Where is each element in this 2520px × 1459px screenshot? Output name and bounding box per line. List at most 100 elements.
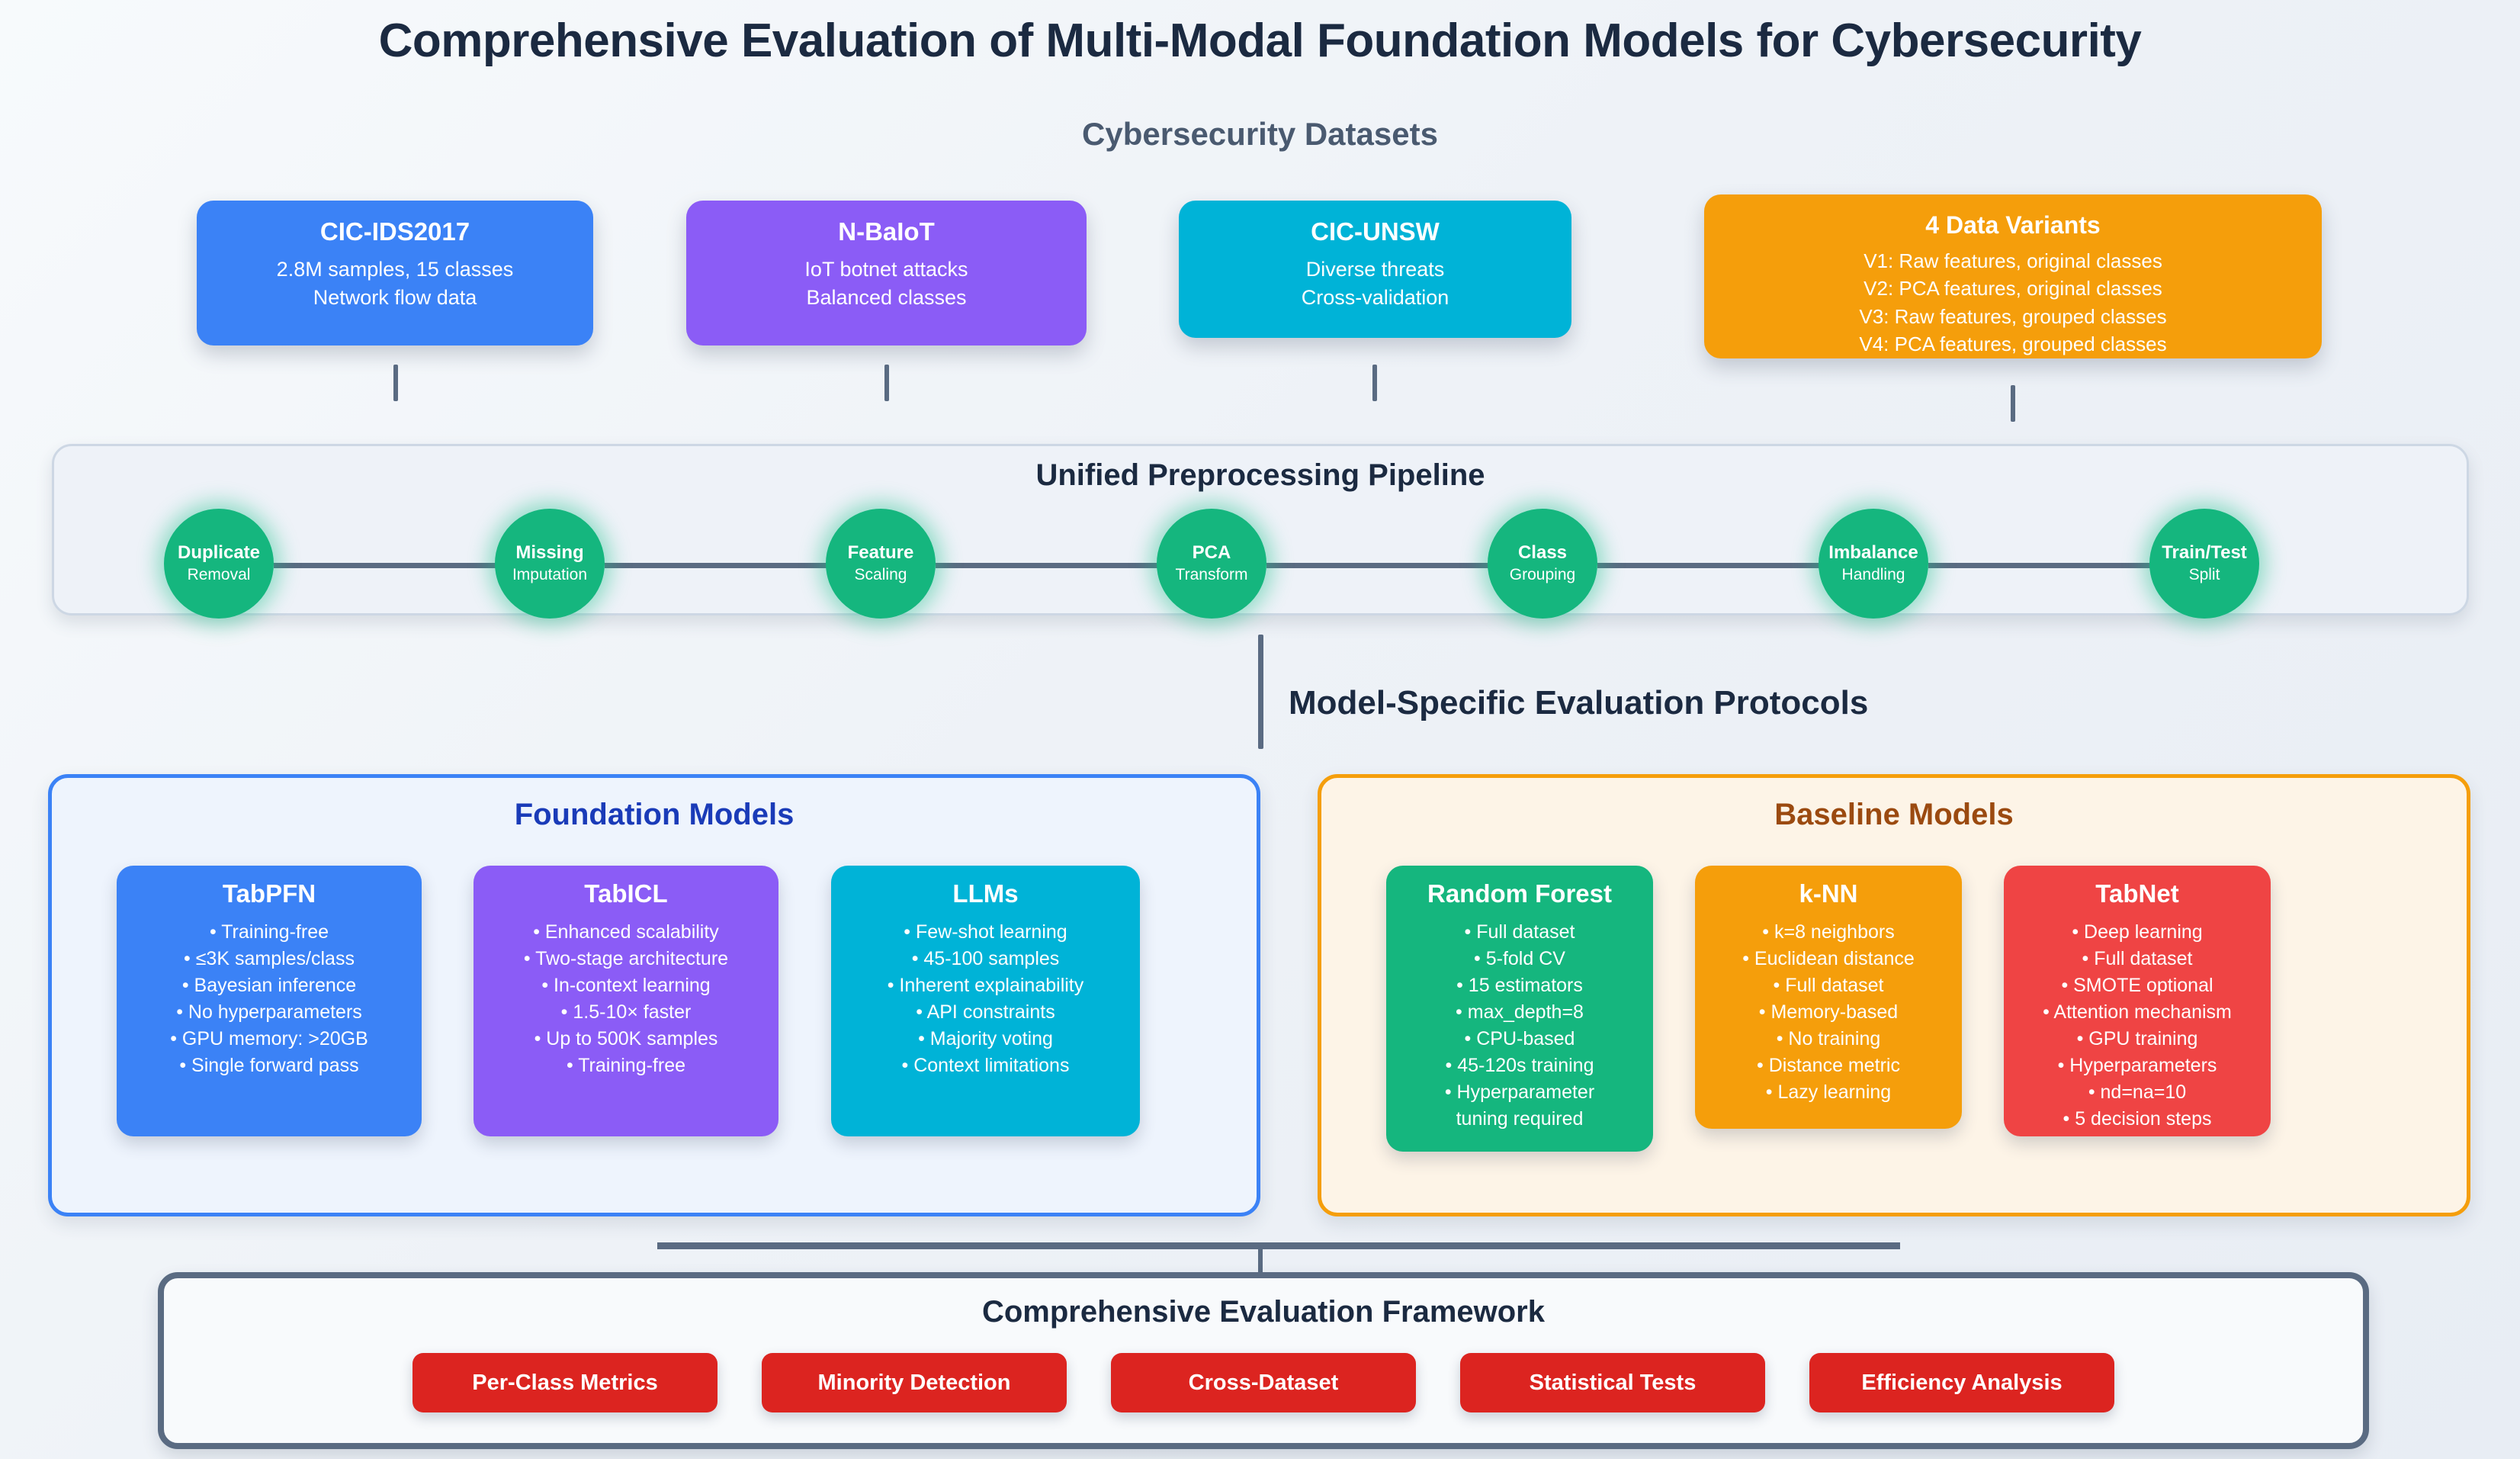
model-card-random-forest[interactable]: Random Forest • Full dataset • 5-fold CV…	[1386, 866, 1653, 1152]
dataset-card-cic-unsw[interactable]: CIC-UNSW Diverse threats Cross-validatio…	[1179, 201, 1571, 338]
model-card-item: • Deep learning	[2072, 921, 2203, 943]
dataset-connector-tick	[393, 365, 398, 401]
model-card-item: • API constraints	[916, 1001, 1055, 1023]
model-card-item: • Distance metric	[1757, 1055, 1900, 1076]
model-card-item: • 5 decision steps	[2063, 1108, 2212, 1130]
pipeline-node-sublabel: Grouping	[1509, 565, 1576, 583]
model-card-item: • Full dataset	[2082, 948, 2193, 969]
model-card-item: • Memory-based	[1758, 1001, 1899, 1023]
evaluation-connector-horizontal	[657, 1242, 1900, 1249]
dataset-card-line: 2.8M samples, 15 classes	[276, 258, 514, 281]
pipeline-link	[936, 563, 1164, 568]
pipeline-node-label: Class	[1517, 542, 1568, 564]
model-card-item: • 15 estimators	[1456, 975, 1583, 996]
model-card-item: • Full dataset	[1464, 921, 1575, 943]
dataset-card-line: Network flow data	[313, 286, 477, 310]
evaluation-chip-efficiency-analysis[interactable]: Efficiency Analysis	[1809, 1353, 2114, 1412]
datasets-row: CIC-IDS2017 2.8M samples, 15 classes Net…	[0, 194, 2520, 358]
pipeline-node-train-test-split[interactable]: Train/Test Split	[2149, 509, 2259, 619]
model-card-tabnet[interactable]: TabNet • Deep learning • Full dataset • …	[2004, 866, 2271, 1136]
model-card-item: tuning required	[1456, 1108, 1584, 1130]
evaluation-framework-panel: Comprehensive Evaluation Framework Per-C…	[158, 1272, 2369, 1449]
model-card-item: • Attention mechanism	[2043, 1001, 2232, 1023]
pipeline-node-sublabel: Removal	[187, 565, 251, 583]
evaluation-chip-per-class-metrics[interactable]: Per-Class Metrics	[413, 1353, 717, 1412]
baseline-models-title: Baseline Models	[1774, 798, 2014, 831]
model-card-item: • Enhanced scalability	[533, 921, 719, 943]
model-card-item: • 45-100 samples	[911, 948, 1060, 969]
dataset-card-title: 4 Data Variants	[1925, 211, 2101, 239]
pipeline-node-sublabel: Split	[2188, 565, 2220, 583]
pipeline-title: Unified Preprocessing Pipeline	[1035, 458, 1485, 492]
model-card-item: • Context limitations	[901, 1055, 1070, 1076]
pipeline-node-sublabel: Transform	[1175, 565, 1248, 583]
pipeline-node-imbalance-handling[interactable]: Imbalance Handling	[1819, 509, 1928, 619]
pipeline-node-feature-scaling[interactable]: Feature Scaling	[826, 509, 936, 619]
model-card-item: • Majority voting	[918, 1028, 1053, 1049]
pipeline-node-class-grouping[interactable]: Class Grouping	[1488, 509, 1597, 619]
model-card-item: • Bayesian inference	[181, 975, 357, 996]
model-card-tabpfn[interactable]: TabPFN • Training-free • ≤3K samples/cla…	[117, 866, 422, 1136]
pipeline-node-label: Duplicate	[177, 542, 261, 564]
evaluation-chip-minority-detection[interactable]: Minority Detection	[762, 1353, 1067, 1412]
model-card-title: LLMs	[952, 879, 1019, 908]
foundation-models-panel: Foundation Models TabPFN • Training-free…	[48, 774, 1260, 1216]
pipeline-link	[1928, 563, 2157, 568]
model-card-title: Random Forest	[1427, 879, 1613, 908]
model-card-item: • Single forward pass	[179, 1055, 359, 1076]
dataset-card-line: IoT botnet attacks	[804, 258, 968, 281]
pipeline-node-sublabel: Scaling	[854, 565, 907, 583]
model-card-title: TabPFN	[222, 879, 316, 908]
dataset-connector-tick	[2011, 385, 2015, 422]
pipeline-node-pca-transform[interactable]: PCA Transform	[1157, 509, 1266, 619]
dataset-card-title: CIC-UNSW	[1311, 217, 1440, 246]
dataset-card-line: V1: Raw features, original classes	[1864, 249, 2162, 272]
model-card-item: • Lazy learning	[1765, 1081, 1892, 1103]
model-card-item: • Inherent explainability	[887, 975, 1084, 996]
pipeline-track: Duplicate Removal Missing Imputation Fea…	[54, 509, 2467, 623]
pipeline-node-label: PCA	[1192, 542, 1231, 564]
model-card-knn[interactable]: k-NN • k=8 neighbors • Euclidean distanc…	[1695, 866, 1962, 1129]
model-card-item: • Training-free	[566, 1055, 686, 1076]
model-card-title: TabICL	[584, 879, 668, 908]
model-card-item: • Few-shot learning	[904, 921, 1067, 943]
model-card-item: • Hyperparameter	[1444, 1081, 1595, 1103]
model-card-item: • Euclidean distance	[1742, 948, 1915, 969]
dataset-card-line: V4: PCA features, grouped classes	[1859, 333, 2167, 356]
model-card-title: k-NN	[1799, 879, 1858, 908]
model-card-item: • GPU training	[2076, 1028, 2198, 1049]
evaluation-chip-cross-dataset[interactable]: Cross-Dataset	[1111, 1353, 1416, 1412]
datasets-section-heading: Cybersecurity Datasets	[1082, 116, 1438, 152]
model-card-item: • CPU-based	[1464, 1028, 1575, 1049]
model-card-item: • Hyperparameters	[2057, 1055, 2217, 1076]
pipeline-node-duplicate-removal[interactable]: Duplicate Removal	[164, 509, 274, 619]
pipeline-link	[605, 563, 833, 568]
baseline-models-panel: Baseline Models Random Forest • Full dat…	[1318, 774, 2470, 1216]
dataset-connector-tick	[1372, 365, 1377, 401]
pipeline-node-missing-imputation[interactable]: Missing Imputation	[495, 509, 605, 619]
pipeline-node-sublabel: Imputation	[512, 565, 588, 583]
dataset-card-line: Cross-validation	[1301, 286, 1449, 310]
model-card-item: • max_depth=8	[1456, 1001, 1584, 1023]
pipeline-node-sublabel: Handling	[1841, 565, 1905, 583]
preprocessing-pipeline-panel: Unified Preprocessing Pipeline Duplicate…	[52, 444, 2469, 619]
model-card-item: • 5-fold CV	[1474, 948, 1565, 969]
dataset-card-line: V2: PCA features, original classes	[1864, 277, 2162, 300]
dataset-card-line: V3: Raw features, grouped classes	[1859, 304, 2167, 328]
evaluation-chip-statistical-tests[interactable]: Statistical Tests	[1460, 1353, 1765, 1412]
model-card-item: • GPU memory: >20GB	[170, 1028, 368, 1049]
model-card-item: • nd=na=10	[2088, 1081, 2187, 1103]
model-card-llms[interactable]: LLMs • Few-shot learning • 45-100 sample…	[831, 866, 1140, 1136]
model-card-item: • k=8 neighbors	[1762, 921, 1895, 943]
dataset-card-cic-ids2017[interactable]: CIC-IDS2017 2.8M samples, 15 classes Net…	[197, 201, 593, 345]
dataset-card-n-baiot[interactable]: N-BaIoT IoT botnet attacks Balanced clas…	[686, 201, 1087, 345]
dataset-card-title: CIC-IDS2017	[319, 217, 470, 246]
dataset-card-data-variants[interactable]: 4 Data Variants V1: Raw features, origin…	[1704, 194, 2322, 358]
protocols-heading: Model-Specific Evaluation Protocols	[1289, 684, 1869, 721]
dataset-connector-tick	[884, 365, 889, 401]
model-card-title: TabNet	[2095, 879, 2179, 908]
pipeline-node-label: Train/Test	[2162, 542, 2247, 564]
model-card-tabicl[interactable]: TabICL • Enhanced scalability • Two-stag…	[474, 866, 778, 1136]
model-card-item: • 1.5-10× faster	[560, 1001, 692, 1023]
model-card-item: • SMOTE optional	[2061, 975, 2213, 996]
